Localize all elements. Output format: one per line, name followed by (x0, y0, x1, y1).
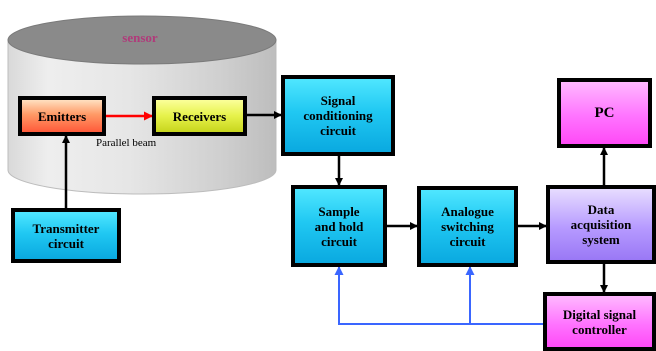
parallel-beam-label: Parallel beam (96, 137, 157, 149)
transmitter-circuit-block: Transmitter circuit (11, 208, 121, 263)
data-acquisition-block: Data acquisition system (546, 185, 656, 264)
sensor-label: sensor (122, 30, 158, 45)
analogue-switching-block: Analogue switching circuit (417, 186, 518, 267)
feedback-lines (334, 266, 543, 325)
digital-signal-controller-block: Digital signal controller (543, 292, 656, 351)
pc-block: PC (557, 78, 652, 148)
receivers-block: Receivers (152, 96, 247, 136)
emitters-block: Emitters (18, 96, 106, 136)
sample-and-hold-block: Sample and hold circuit (291, 185, 387, 267)
signal-conditioning-block: Signal conditioning circuit (281, 75, 395, 156)
